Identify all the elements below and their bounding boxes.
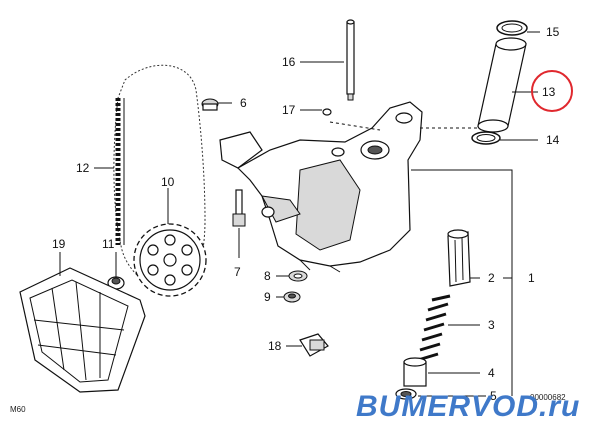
callout-3: 3 [488,318,495,332]
highlight-circle [531,70,573,112]
bolt-7 [232,189,246,227]
drawing-number: 00000682 [530,393,566,402]
valve-seal [395,388,417,400]
callout-12: 12 [76,161,90,175]
callout-5: 5 [490,389,497,403]
guard-cover [19,267,146,393]
callout-15: 15 [546,25,560,39]
callout-9: 9 [264,290,271,304]
callout-14: 14 [546,133,560,147]
valve-spring [417,294,451,362]
valve-sleeve [403,357,427,387]
sprocket [133,223,207,297]
valve-piston [447,229,471,287]
callout-labels: 1 2 3 4 5 6 7 8 9 10 11 12 13 14 15 16 1… [52,25,560,403]
callout-8: 8 [264,269,271,283]
callout-1: 1 [528,271,535,285]
leader-lines [59,31,540,397]
suction-pipe [471,20,528,145]
oil-pump-housing [219,101,423,273]
sensor-18 [299,333,329,357]
nut-11 [107,276,125,290]
callout-7: 7 [234,265,241,279]
callout-18: 18 [268,339,282,353]
clip-17 [322,108,332,116]
nut-9 [283,291,301,303]
rod-16 [346,19,355,101]
callout-19: 19 [52,237,66,251]
callout-10: 10 [161,175,175,189]
callout-16: 16 [282,55,296,69]
washer-8 [288,270,308,282]
watermark: BUMERVOD.ru [356,390,580,423]
callout-6: 6 [240,96,247,110]
callout-2: 2 [488,271,495,285]
model-code: M60 [10,405,26,414]
callout-4: 4 [488,366,495,380]
callout-11: 11 [102,237,115,251]
callout-17: 17 [282,103,296,117]
callout-13: 13 [542,85,556,99]
cap-6 [201,98,219,111]
